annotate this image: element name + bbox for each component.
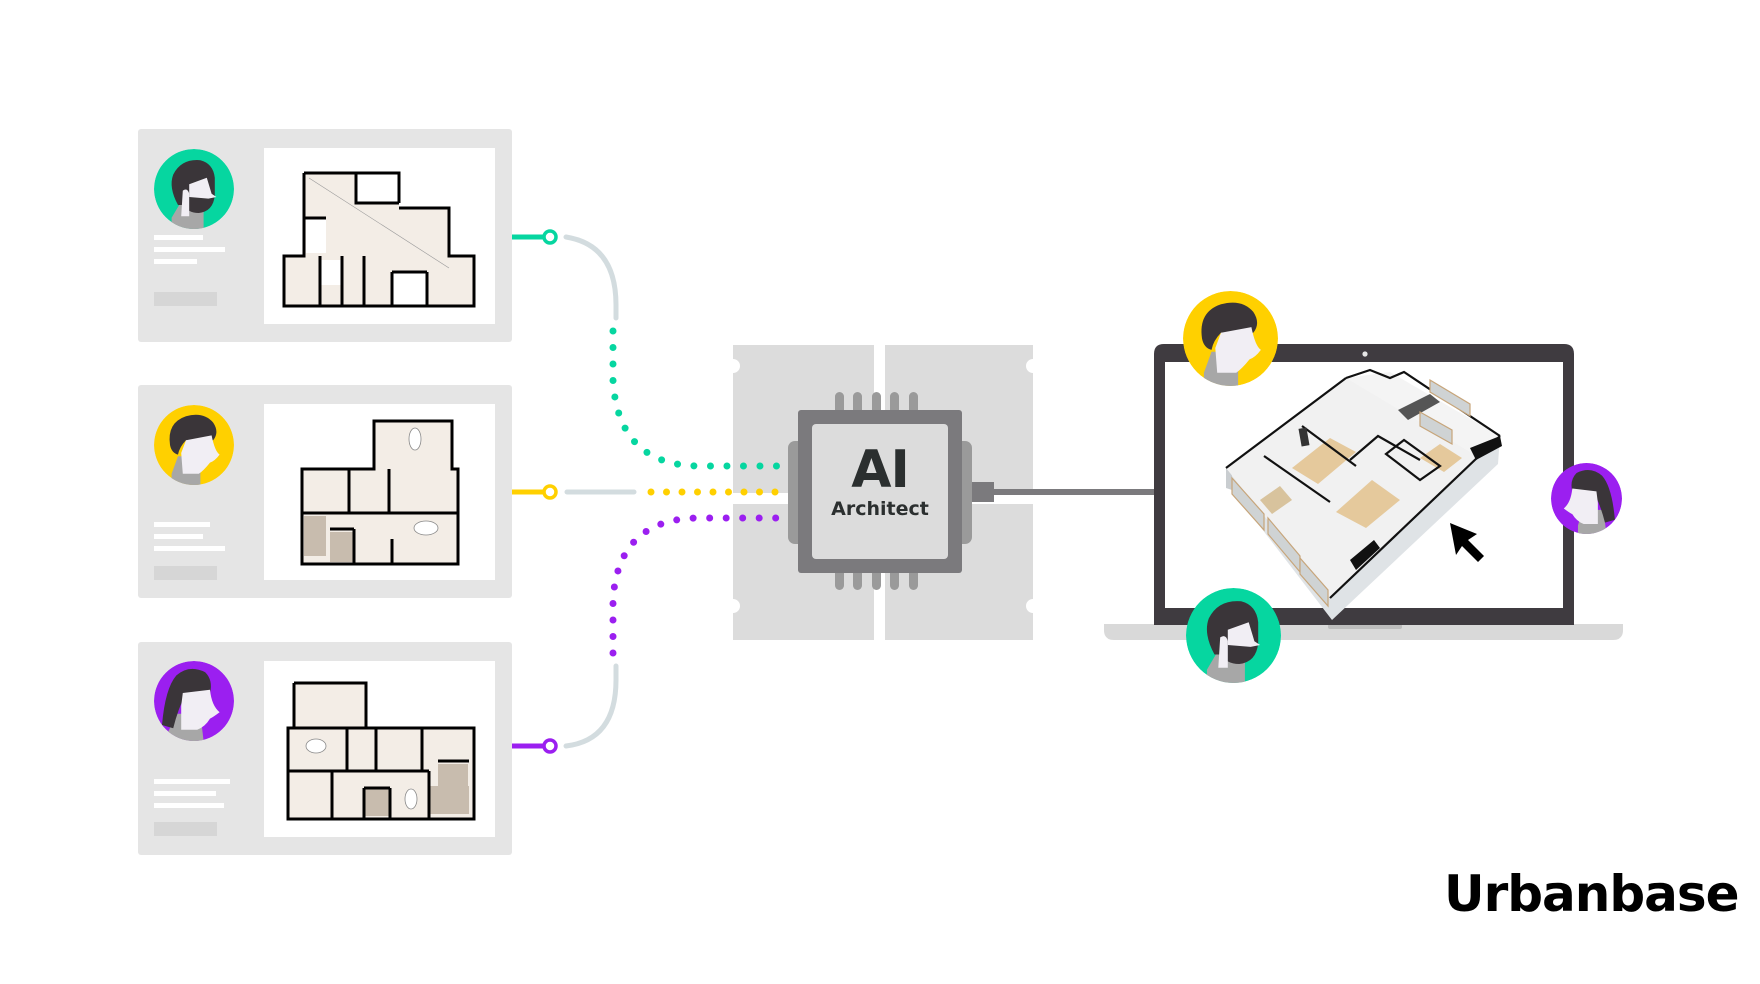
floor-plan-icon [264, 148, 495, 324]
button-placeholder[interactable] [154, 822, 217, 836]
chip-subtitle: Architect [831, 498, 929, 520]
ai-chip-label: AI Architect [812, 424, 948, 560]
webcam-dot [1362, 351, 1368, 357]
input-card-1[interactable] [138, 129, 512, 342]
woman-avatar-icon [1551, 463, 1622, 534]
laptop-notch [1328, 624, 1402, 629]
text-placeholder-line [154, 235, 203, 240]
text-placeholder-line [154, 534, 203, 539]
urbanbase-logo: Urbanbase [1444, 865, 1740, 923]
button-placeholder[interactable] [154, 292, 217, 306]
purple-connector [512, 514, 784, 754]
green-connector [512, 229, 784, 470]
text-placeholder-line [154, 259, 197, 264]
text-placeholder-line [154, 247, 225, 252]
man-avatar-icon [154, 405, 234, 485]
floor-plan-icon [264, 661, 495, 837]
yellow-connector-node [542, 484, 558, 500]
green-connector-node [542, 229, 558, 245]
input-card-2[interactable] [138, 385, 512, 598]
bearded-man-avatar-icon [154, 149, 234, 229]
text-placeholder-line [154, 779, 230, 784]
man-avatar-icon [1183, 291, 1278, 386]
purple-connector-node [542, 738, 558, 754]
text-placeholder-line [154, 522, 210, 527]
text-placeholder-line [154, 791, 216, 796]
bearded-man-avatar-icon [1186, 588, 1281, 683]
floor-plan-icon [264, 404, 495, 580]
chip-title: AI [851, 440, 910, 500]
button-placeholder[interactable] [154, 566, 217, 580]
text-placeholder-line [154, 803, 224, 808]
text-placeholder-line [154, 546, 225, 551]
yellow-connector [512, 484, 784, 500]
output-cable [970, 482, 1156, 502]
input-card-3[interactable] [138, 642, 512, 855]
woman-avatar-icon [154, 661, 234, 741]
